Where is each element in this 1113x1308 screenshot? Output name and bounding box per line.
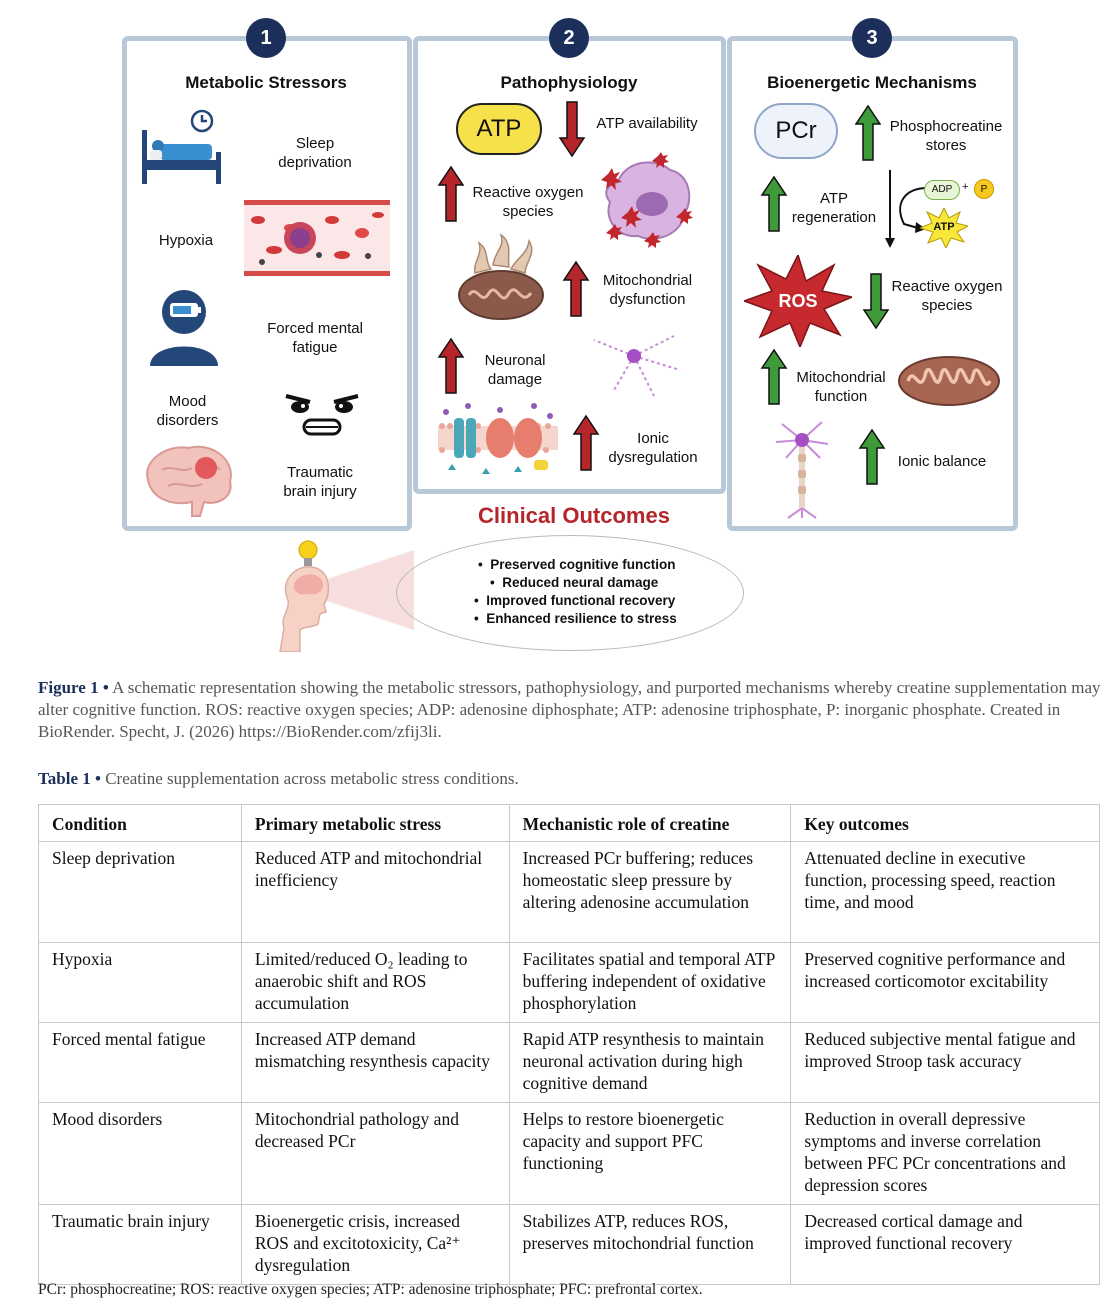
outcome-item: • Reduced neural damage <box>490 575 659 590</box>
table-footnote: PCr: phosphocreatine; ROS: reactive oxyg… <box>38 1281 703 1298</box>
table-cell: Limited/reduced O₂ leading to anaerobic … <box>240 942 510 1023</box>
figure-caption-text: A schematic representation showing the m… <box>38 678 1101 741</box>
label-mitochondrial-function: Mitochondrial function <box>796 369 886 405</box>
table-cell: Reduced ATP and mitochondrial inefficien… <box>240 841 510 943</box>
damaged-cell-icon <box>601 152 693 248</box>
table-caption: Table 1 • Creatine supplementation acros… <box>38 768 1106 790</box>
panel-number-badge: 2 <box>549 18 589 58</box>
arrow-up-green-icon <box>760 175 788 232</box>
figure-caption: Figure 1 • A schematic representation sh… <box>38 677 1106 743</box>
table-header-row: Condition Primary metabolic stress Mecha… <box>38 804 1100 842</box>
arrow-up-green-icon <box>858 428 886 485</box>
arrow-down-green-icon <box>862 273 890 330</box>
table-row: Mood disorders Mitochondrial pathology a… <box>38 1102 1100 1205</box>
user-fatigue-icon <box>150 290 218 366</box>
label-mitochondrial-dysfunction: Mitochondrial dysfunction <box>602 272 693 308</box>
phosphate-circle: P <box>974 179 994 199</box>
neuron-icon <box>775 421 829 519</box>
table-row: Forced mental fatigue Increased ATP dema… <box>38 1022 1100 1103</box>
table-cell: Helps to restore bioenergetic capacity a… <box>508 1102 792 1205</box>
table-cell: Increased ATP demand mismatching resynth… <box>240 1022 510 1103</box>
label-atp-availability: ATP availability <box>596 115 698 132</box>
atp-burst-icon <box>920 208 968 248</box>
panel-title: Pathophysiology <box>500 73 638 92</box>
adp-pill: ADP <box>924 180 960 200</box>
table-cell: Attenuated decline in executive function… <box>790 841 1100 943</box>
table-cell: Increased PCr buffering; reduces homeost… <box>508 841 792 943</box>
plus-sign: + <box>962 181 969 193</box>
table-cell: Hypoxia <box>38 942 242 1023</box>
clinical-outcomes-title: Clinical Outcomes <box>478 503 670 528</box>
label-mood-disorders: Mood disorders <box>156 393 219 429</box>
table-cell: Stabilizes ATP, reduces ROS, preserves m… <box>508 1204 792 1285</box>
angry-face-icon <box>285 394 359 436</box>
column-header: Condition <box>38 804 242 842</box>
panel-title: Metabolic Stressors <box>185 73 347 92</box>
brain-injury-icon <box>146 445 232 517</box>
arrow-down-red-icon <box>558 101 586 158</box>
label-atp-regeneration: ATP regeneration <box>791 190 877 226</box>
table-cell: Reduced subjective mental fatigue and im… <box>790 1022 1100 1103</box>
label-reactive-oxygen-species: Reactive oxygen species <box>472 184 584 220</box>
table-cell: Facilitates spatial and temporal ATP buf… <box>508 942 792 1023</box>
atp-pill: ATP <box>456 103 542 155</box>
projection-cone <box>318 550 414 630</box>
column-header: Key outcomes <box>790 804 1100 842</box>
sleep-bed-icon <box>142 109 221 184</box>
table-caption-text: Creatine supplementation across metaboli… <box>105 769 519 788</box>
label-ionic-dysregulation: Ionic dysregulation <box>608 430 698 466</box>
label-forced-mental-fatigue: Forced mental fatigue <box>267 320 363 356</box>
label-neuronal-damage: Neuronal damage <box>484 352 546 388</box>
table-cell: Mood disorders <box>38 1102 242 1205</box>
table-cell: Reduction in overall depressive symptoms… <box>790 1102 1100 1205</box>
ion-channel-membrane-icon <box>438 403 558 474</box>
table-cell: Preserved cognitive performance and incr… <box>790 942 1100 1023</box>
label-hypoxia: Hypoxia <box>158 232 214 249</box>
column-header: Mechanistic role of creatine <box>508 804 792 842</box>
damaged-mitochondrion-icon <box>458 233 544 320</box>
table-cell: Traumatic brain injury <box>38 1204 242 1285</box>
damaged-neuron-icon <box>593 335 681 397</box>
mitochondrion-icon <box>898 356 1000 406</box>
arrow-up-green-icon <box>854 104 882 161</box>
panel-title: Bioenergetic Mechanisms <box>767 73 977 92</box>
head-lightbulb-icon <box>279 540 330 652</box>
label-sleep-deprivation: Sleep deprivation <box>278 135 352 171</box>
panel-number-badge: 3 <box>852 18 892 58</box>
arrow-up-red-icon <box>437 165 465 222</box>
pcr-pill: PCr <box>754 103 838 159</box>
figure-label: Figure 1 • <box>38 678 109 697</box>
label-traumatic-brain-injury: Traumatic brain injury <box>283 464 357 500</box>
ros-label: ROS <box>778 291 818 311</box>
outcome-item: • Enhanced resilience to stress <box>474 611 677 626</box>
atp-burst-label: ATP <box>933 221 955 233</box>
label-ionic-balance: Ionic balance <box>897 453 987 470</box>
blood-vessel-icon <box>244 200 390 276</box>
label-reactive-oxygen-species: Reactive oxygen species <box>891 278 1003 314</box>
table-cell: Sleep deprivation <box>38 841 242 943</box>
arrow-up-red-icon <box>437 337 465 394</box>
arrow-up-green-icon <box>760 348 788 405</box>
clinical-outcomes-ellipse <box>396 535 744 651</box>
table-row: Traumatic brain injury Bioenergetic cris… <box>38 1204 1100 1285</box>
table-label: Table 1 • <box>38 769 101 788</box>
table-cell: Bioenergetic crisis, increased ROS and e… <box>240 1204 510 1285</box>
atp-regeneration-cycle-icon <box>885 170 895 248</box>
panel-number-badge: 1 <box>246 18 286 58</box>
table-cell: Rapid ATP resynthesis to maintain neuron… <box>508 1022 792 1103</box>
ros-burst-icon <box>744 255 852 347</box>
arrow-up-red-icon <box>562 260 590 317</box>
label-phosphocreatine-stores: Phosphocreatine stores <box>889 118 1003 154</box>
table-cell: Forced mental fatigue <box>38 1022 242 1103</box>
outcome-item: • Improved functional recovery <box>474 593 676 608</box>
table-row: Sleep deprivation Reduced ATP and mitoch… <box>38 841 1100 943</box>
table-row: Hypoxia Limited/reduced O₂ leading to an… <box>38 942 1100 1023</box>
clinical-outcomes-list: • Preserved cognitive function • Reduced… <box>462 556 702 628</box>
column-header: Primary metabolic stress <box>240 804 510 842</box>
arrow-up-red-icon <box>572 414 600 471</box>
creatine-table: Condition Primary metabolic stress Mecha… <box>38 804 1100 1285</box>
table-cell: Decreased cortical damage and improved f… <box>790 1204 1100 1285</box>
table-cell: Mitochondrial pathology and decreased PC… <box>240 1102 510 1205</box>
outcome-item: • Preserved cognitive function <box>478 557 676 572</box>
